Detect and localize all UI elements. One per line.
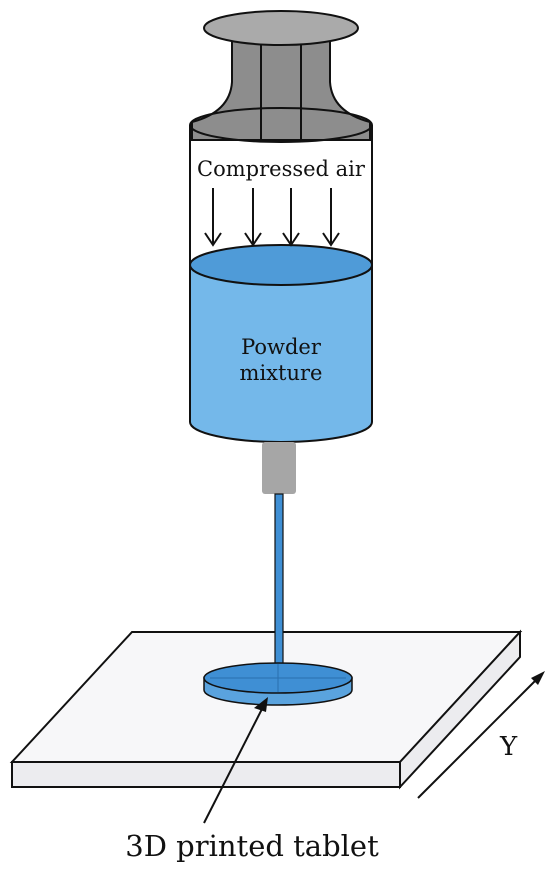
powder-body	[190, 265, 372, 442]
compressed-air-arrows	[204, 188, 340, 247]
y-axis-arrow	[417, 671, 545, 799]
tablet-label: 3D printed tablet	[125, 829, 379, 863]
powder-label-line2: mixture	[240, 361, 323, 385]
printed-tablet	[203, 662, 353, 706]
y-axis-label: Y	[499, 732, 518, 762]
nozzle-hub	[262, 442, 296, 494]
plunger	[191, 10, 371, 141]
tablet-pointer-arrow	[203, 697, 268, 824]
nozzle	[262, 442, 296, 673]
extrusion-filament	[274, 493, 284, 673]
powder-surface	[189, 244, 373, 286]
plunger-flange	[203, 10, 359, 46]
air-arrow-3	[282, 188, 300, 247]
plunger-neck	[191, 37, 371, 141]
compressed-air-label: Compressed air	[197, 157, 366, 181]
syringe-barrel	[189, 107, 373, 443]
build-plate-front-edge	[11, 761, 401, 788]
air-arrow-1	[204, 188, 222, 247]
powder-label-line1: Powder	[241, 335, 322, 359]
build-plate-right-edge	[399, 629, 521, 790]
air-arrow-2	[244, 188, 262, 247]
air-arrow-4	[322, 188, 340, 247]
